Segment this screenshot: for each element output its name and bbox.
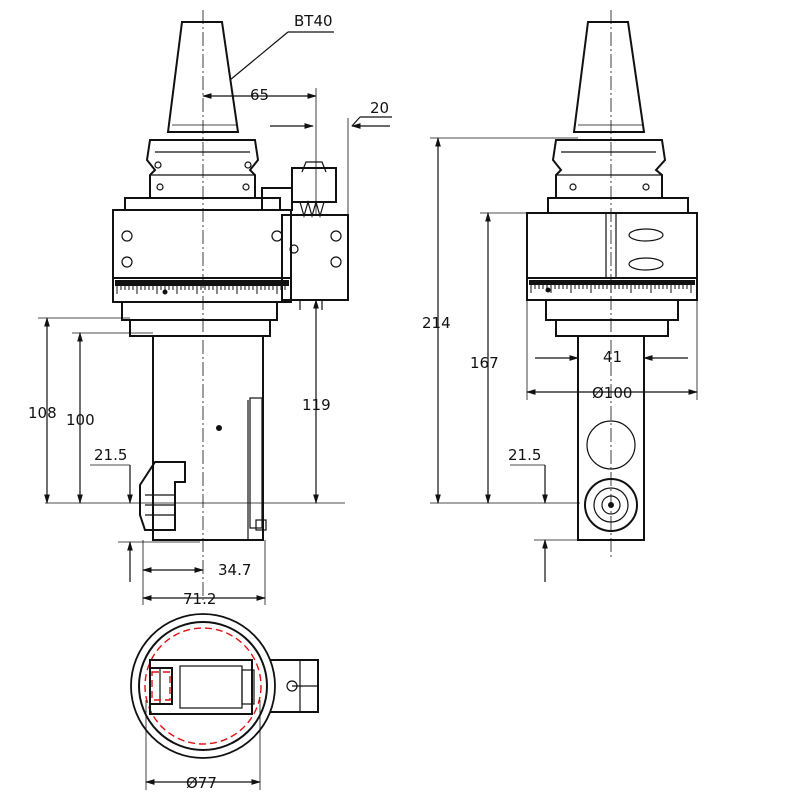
label-34-7: 34.7 [218, 561, 251, 579]
label-41: 41 [603, 348, 622, 366]
flange [145, 139, 260, 199]
top-outer-circle [130, 613, 276, 759]
bt40-taper [166, 21, 240, 133]
label-20: 20 [370, 99, 389, 117]
top-dimensions [145, 700, 261, 790]
front-view [45, 10, 349, 600]
label-71-2: 71.2 [183, 590, 216, 608]
label-bt40: BT40 [294, 12, 333, 30]
side-arm [577, 335, 645, 541]
label-119: 119 [302, 396, 331, 414]
side-body [526, 212, 698, 279]
side-dimensions [430, 137, 698, 582]
label-100: 100 [66, 411, 95, 429]
top-view [130, 613, 319, 759]
label-65: 65 [250, 86, 269, 104]
front-dimensions [38, 31, 392, 605]
label-21-5-left: 21.5 [94, 446, 127, 464]
main-body [112, 209, 292, 279]
side-view [526, 10, 698, 560]
label-167: 167 [470, 354, 499, 372]
angle-arm [152, 335, 264, 541]
label-21-5-right: 21.5 [508, 446, 541, 464]
spindle-nut [139, 461, 186, 531]
label-dia-100: Ø100 [592, 384, 632, 402]
label-214: 214 [422, 314, 451, 332]
label-108: 108 [28, 404, 57, 422]
label-dia-77: Ø77 [186, 774, 217, 792]
